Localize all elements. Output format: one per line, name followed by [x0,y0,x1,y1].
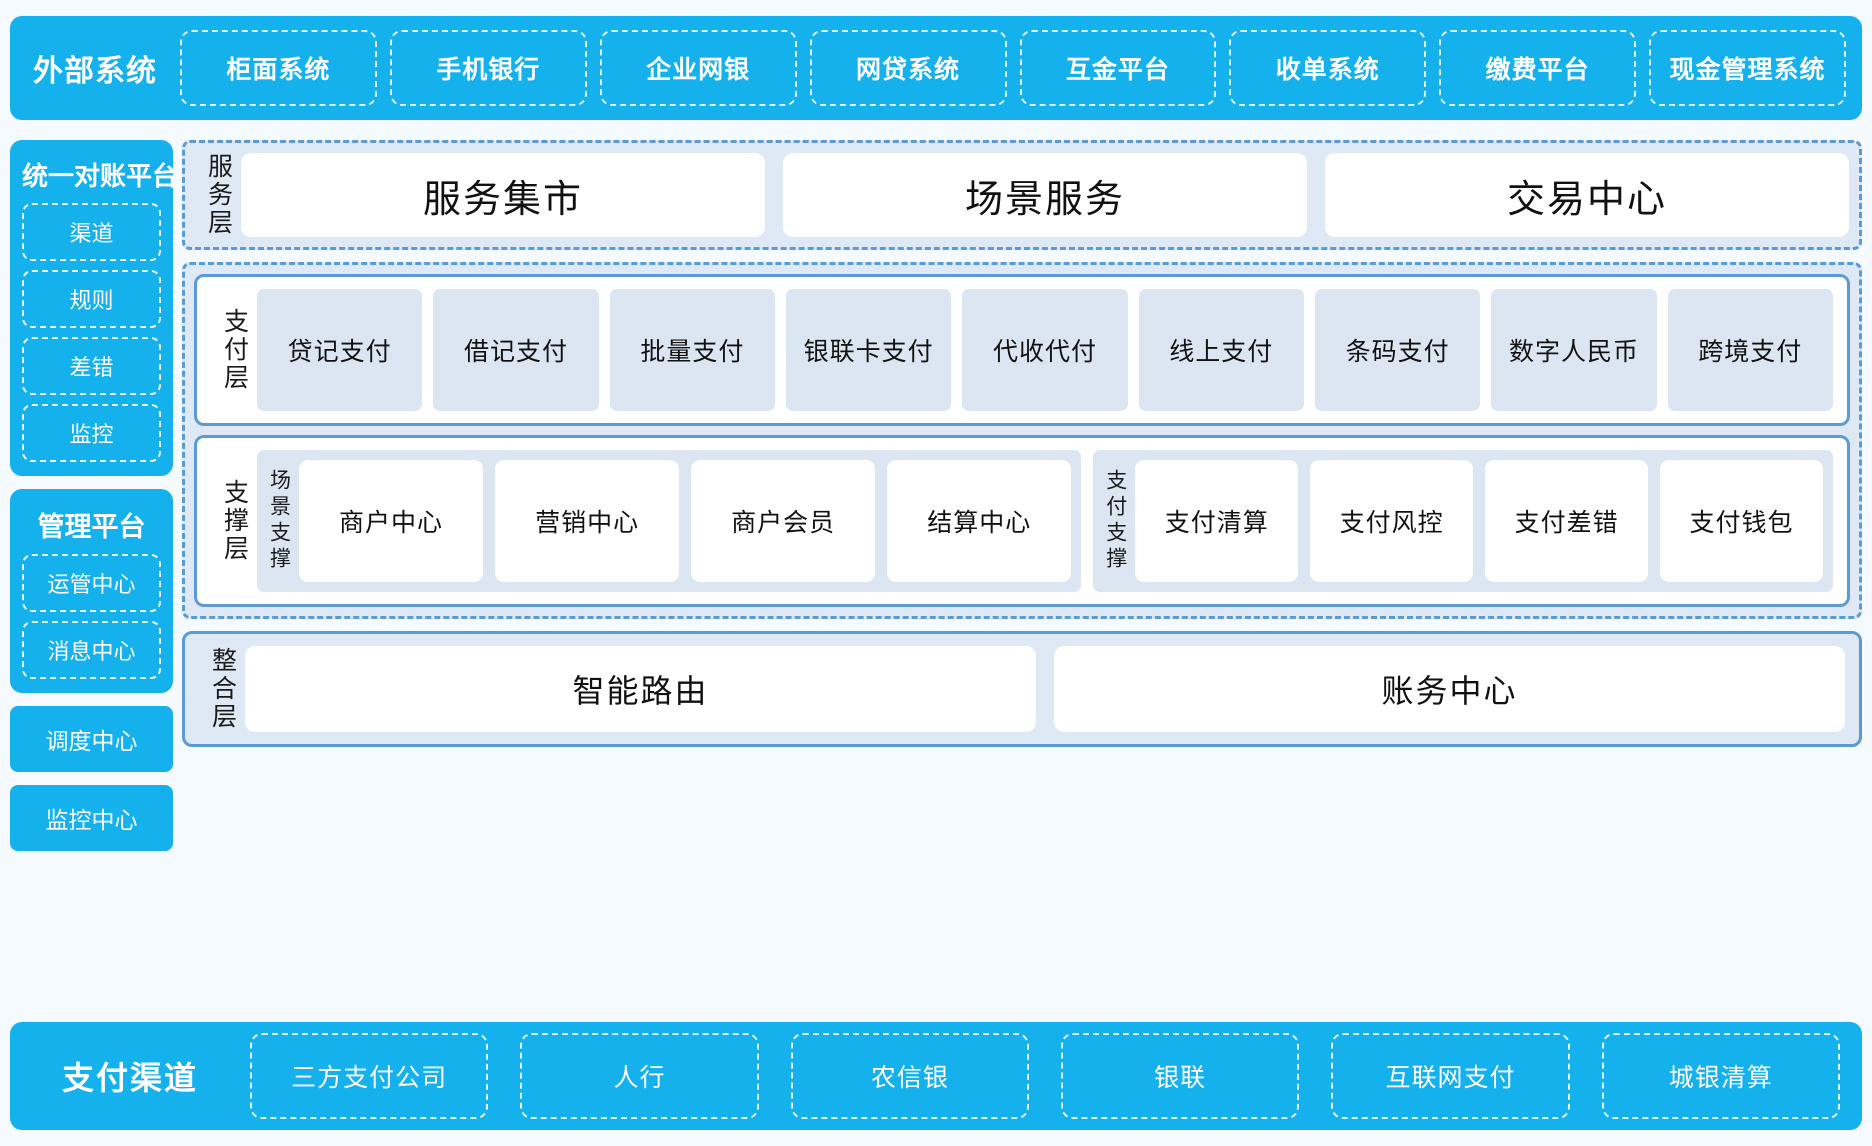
payment-card-debit[interactable]: 借记支付 [433,289,599,411]
channel-item-third-party[interactable]: 三方支付公司 [250,1033,489,1119]
payment-layer-cards: 贷记支付 借记支付 批量支付 银联卡支付 代收代付 线上支付 条码支付 数字人民… [257,289,1833,411]
service-layer-label: 服务层 [204,153,233,237]
support-card-merchant-member[interactable]: 商户会员 [691,460,876,582]
support-layer-label: 支撑层 [220,479,249,563]
sidebar-panel-management-title: 管理平台 [37,512,146,542]
integration-layer-label: 整合层 [208,647,237,731]
support-group-payment-cards: 支付清算 支付风控 支付差错 支付钱包 [1135,460,1823,582]
external-systems-items: 柜面系统 手机银行 企业网银 网贷系统 互金平台 收单系统 缴费平台 现金管理系… [180,30,1852,106]
channel-item-internet-payment[interactable]: 互联网支付 [1331,1033,1570,1119]
channel-item-unionpay[interactable]: 银联 [1060,1033,1300,1119]
channel-item-city-bank-clearing[interactable]: 城银清算 [1601,1033,1840,1119]
sidebar-item-monitoring-center[interactable]: 监控中心 [10,785,173,851]
payment-layer-label: 支付层 [220,308,249,392]
support-card-settlement-center[interactable]: 结算中心 [887,460,1072,582]
integration-card-smart-routing[interactable]: 智能路由 [245,646,1036,732]
payment-card-cross-border[interactable]: 跨境支付 [1667,289,1833,411]
integration-layer: 整合层 智能路由 账务中心 [182,631,1862,747]
payment-card-credit[interactable]: 贷记支付 [257,289,423,411]
support-card-payment-error[interactable]: 支付差错 [1485,460,1649,582]
sidebar-item-channel[interactable]: 渠道 [22,203,161,261]
support-layer-groups: 场景支撑 商户中心 营销中心 商户会员 结算中心 支付支撑 支付清算 [257,450,1833,592]
external-item-payment-platform[interactable]: 缴费平台 [1439,30,1637,106]
service-layer: 服务层 服务集市 场景服务 交易中心 [182,140,1862,250]
support-group-scene-cards: 商户中心 营销中心 商户会员 结算中心 [299,460,1072,582]
support-card-payment-clearing[interactable]: 支付清算 [1135,460,1299,582]
service-layer-cards: 服务集市 场景服务 交易中心 [241,153,1849,237]
external-systems-title: 外部系统 [33,55,157,88]
support-group-scene: 场景支撑 商户中心 营销中心 商户会员 结算中心 [257,450,1082,592]
main-layers: 服务层 服务集市 场景服务 交易中心 支付层 贷记支付 借记支付 批量支付 [182,140,1862,747]
external-item-corporate-bank[interactable]: 企业网银 [599,30,797,106]
external-item-online-loan[interactable]: 网贷系统 [809,30,1007,106]
payment-card-digital-rmb[interactable]: 数字人民币 [1491,289,1657,411]
external-item-cash-management[interactable]: 现金管理系统 [1649,30,1846,106]
payment-channel-items: 三方支付公司 人行 农信银 银联 互联网支付 城银清算 [250,1033,1862,1119]
sidebar-item-rule[interactable]: 规则 [22,270,161,328]
sidebar-panel-reconciliation-title: 统一对账平台 [22,161,179,191]
sidebar-item-error[interactable]: 差错 [22,337,161,395]
support-group-payment: 支付支撑 支付清算 支付风控 支付差错 支付钱包 [1093,450,1833,592]
sidebar-panel-reconciliation: 统一对账平台 渠道 规则 差错 监控 [10,140,179,476]
payment-channel-bar: 支付渠道 三方支付公司 人行 农信银 银联 互联网支付 城银清算 [10,1022,1862,1130]
payment-card-collection-payment[interactable]: 代收代付 [962,289,1128,411]
integration-layer-cards: 智能路由 账务中心 [245,646,1845,732]
payment-card-batch[interactable]: 批量支付 [609,289,775,411]
sidebar-item-operations-center[interactable]: 运管中心 [22,554,161,612]
support-card-payment-wallet[interactable]: 支付钱包 [1660,460,1823,582]
channel-item-rcc-bank[interactable]: 农信银 [790,1033,1029,1119]
left-sidebar: 统一对账平台 渠道 规则 差错 监控 管理平台 运管中心 消息中心 调度中心 监… [10,140,179,864]
payment-card-barcode[interactable]: 条码支付 [1314,289,1481,411]
sidebar-panel-management: 管理平台 运管中心 消息中心 [10,489,173,693]
core-layers-group: 支付层 贷记支付 借记支付 批量支付 银联卡支付 代收代付 线上支付 条码支付 … [182,262,1862,619]
support-card-marketing-center[interactable]: 营销中心 [495,460,680,582]
payment-layer: 支付层 贷记支付 借记支付 批量支付 银联卡支付 代收代付 线上支付 条码支付 … [194,274,1850,426]
external-item-mobile-bank[interactable]: 手机银行 [389,30,587,106]
sidebar-item-monitor[interactable]: 监控 [22,404,161,462]
sidebar-item-scheduling-center[interactable]: 调度中心 [10,706,173,772]
external-systems-bar: 外部系统 柜面系统 手机银行 企业网银 网贷系统 互金平台 收单系统 缴费平台 … [10,16,1862,120]
support-card-merchant-center[interactable]: 商户中心 [299,460,484,582]
support-group-payment-label: 支付支撑 [1103,469,1127,573]
service-card-transaction-center[interactable]: 交易中心 [1325,153,1849,237]
external-item-counter[interactable]: 柜面系统 [180,30,377,106]
service-card-scene-service[interactable]: 场景服务 [783,153,1307,237]
payment-card-unionpay[interactable]: 银联卡支付 [785,289,952,411]
support-layer: 支撑层 场景支撑 商户中心 营销中心 商户会员 结算中心 [194,435,1850,607]
service-card-service-market[interactable]: 服务集市 [241,153,765,237]
payment-card-online[interactable]: 线上支付 [1138,289,1304,411]
sidebar-item-message-center[interactable]: 消息中心 [22,621,161,679]
external-item-acquiring[interactable]: 收单系统 [1229,30,1427,106]
support-group-scene-label: 场景支撑 [267,469,291,573]
external-item-fintech-platform[interactable]: 互金平台 [1019,30,1217,106]
channel-item-pboc[interactable]: 人行 [520,1033,759,1119]
payment-channel-title: 支付渠道 [61,1060,198,1096]
integration-card-accounting-center[interactable]: 账务中心 [1054,646,1845,732]
support-card-payment-risk[interactable]: 支付风控 [1310,460,1474,582]
